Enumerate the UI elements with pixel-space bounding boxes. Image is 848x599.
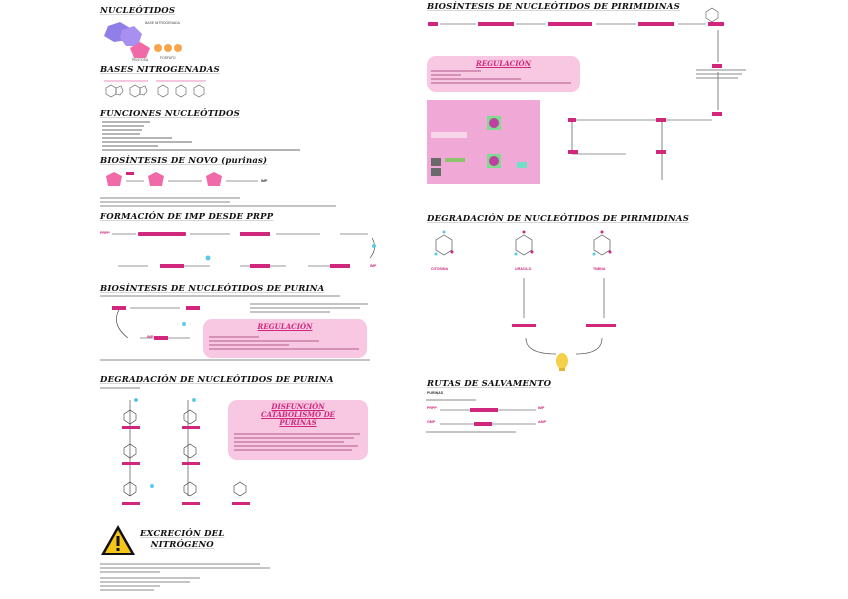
biosintesis-pirimidina-title: BIOSÍNTESIS DE NUCLEÓTIDOS DE PIRIMIDINA… bbox=[427, 2, 680, 12]
imp-prpp-start: PRPP bbox=[100, 231, 110, 235]
regulation-figure bbox=[427, 100, 540, 184]
disfuncion-title-3: PURINAS bbox=[279, 418, 317, 427]
imp-prpp-pathway bbox=[112, 232, 376, 268]
bases-structures bbox=[104, 80, 206, 98]
pentosa-label: PENTOSA bbox=[132, 58, 149, 62]
imp-prpp-end: IMP bbox=[370, 264, 377, 268]
salvamento-pathway bbox=[426, 399, 536, 433]
funciones-title: FUNCIONES NUCLEÓTIDOS bbox=[100, 109, 240, 119]
denovo-pathway bbox=[100, 172, 336, 207]
salvamento-prpp: PRPP bbox=[427, 406, 437, 410]
salvamento-imp: IMP bbox=[538, 406, 545, 410]
base-nitrogenada-label: BASE NITROGENADA bbox=[145, 21, 180, 25]
excrecion-title-2: NITRÓGENO bbox=[150, 540, 214, 550]
disfuncion-panel: DISFUNCIÓN CATABOLISMO DE PURINAS bbox=[228, 400, 368, 460]
salvamento-amp: AMP bbox=[538, 420, 546, 424]
imp-prpp-title: FORMACIÓN DE IMP DESDE PRPP bbox=[100, 212, 274, 222]
degradacion-purina-diagram bbox=[100, 387, 250, 505]
salvamento-subtitle: PURINAS bbox=[427, 391, 444, 395]
funciones-text-lines bbox=[102, 121, 300, 151]
salvamento-title: RUTAS DE SALVAMENTO bbox=[427, 379, 552, 389]
biosintesis-purina-imp: IMP bbox=[147, 335, 154, 339]
degradacion-purina-title: DEGRADACIÓN DE NUCLEÓTIDOS DE PURINA bbox=[100, 375, 334, 385]
timina-label: TIMINA bbox=[593, 267, 606, 271]
nucleotidos-title: NUCLEÓTIDOS bbox=[100, 6, 176, 16]
regulacion-purina-lines bbox=[209, 336, 359, 350]
excrecion-title: EXCRECIÓN DEL NITRÓGENO bbox=[140, 529, 225, 551]
excrecion-title-1: EXCRECIÓN DEL bbox=[140, 529, 225, 539]
biosintesis-purina-title: BIOSÍNTESIS DE NUCLEÓTIDOS DE PURINA bbox=[100, 284, 325, 294]
citosina-label: CITOSINA bbox=[431, 267, 449, 271]
disfuncion-title-2: CATABOLISMO DE bbox=[261, 410, 335, 419]
warning-icon bbox=[101, 525, 135, 555]
degradacion-pirimidina-title: DEGRADACIÓN DE NUCLEÓTIDOS DE PIRIMIDINA… bbox=[427, 214, 690, 224]
biosintesis-pirimidina-pathway bbox=[428, 7, 746, 180]
uracilo-label: URACILO bbox=[515, 267, 532, 271]
regulacion-pirimidina-title: REGULACIÓN bbox=[476, 59, 531, 68]
disfuncion-lines bbox=[234, 433, 360, 451]
degradacion-pirimidina-diagram bbox=[434, 230, 616, 355]
regulation-figure-art bbox=[431, 116, 527, 176]
regulacion-purina-panel: REGULACIÓN bbox=[203, 319, 367, 358]
regulacion-purina-title: REGULACIÓN bbox=[257, 322, 313, 331]
salvamento-gmp: GMP bbox=[427, 420, 436, 424]
bases-title: BASES NITROGENADAS bbox=[100, 65, 220, 75]
disfuncion-title: DISFUNCIÓN CATABOLISMO DE PURINAS bbox=[228, 403, 368, 427]
bulb-icon bbox=[556, 353, 568, 371]
biosintesis-purina-diagram bbox=[100, 295, 370, 361]
denovo-title: BIOSÍNTESIS DE NOVO (purinas) bbox=[100, 156, 268, 166]
excrecion-lines bbox=[100, 563, 270, 591]
regulacion-pirimidina-panel: REGULACIÓN bbox=[427, 56, 580, 92]
nucleotide-diagram bbox=[104, 22, 182, 58]
denovo-imp-label: IMP bbox=[261, 179, 268, 183]
fosfato-label: FOSFATO bbox=[160, 56, 176, 60]
regulacion-pirimidina-lines bbox=[431, 70, 571, 84]
disfuncion-title-1: DISFUNCIÓN bbox=[271, 402, 325, 411]
